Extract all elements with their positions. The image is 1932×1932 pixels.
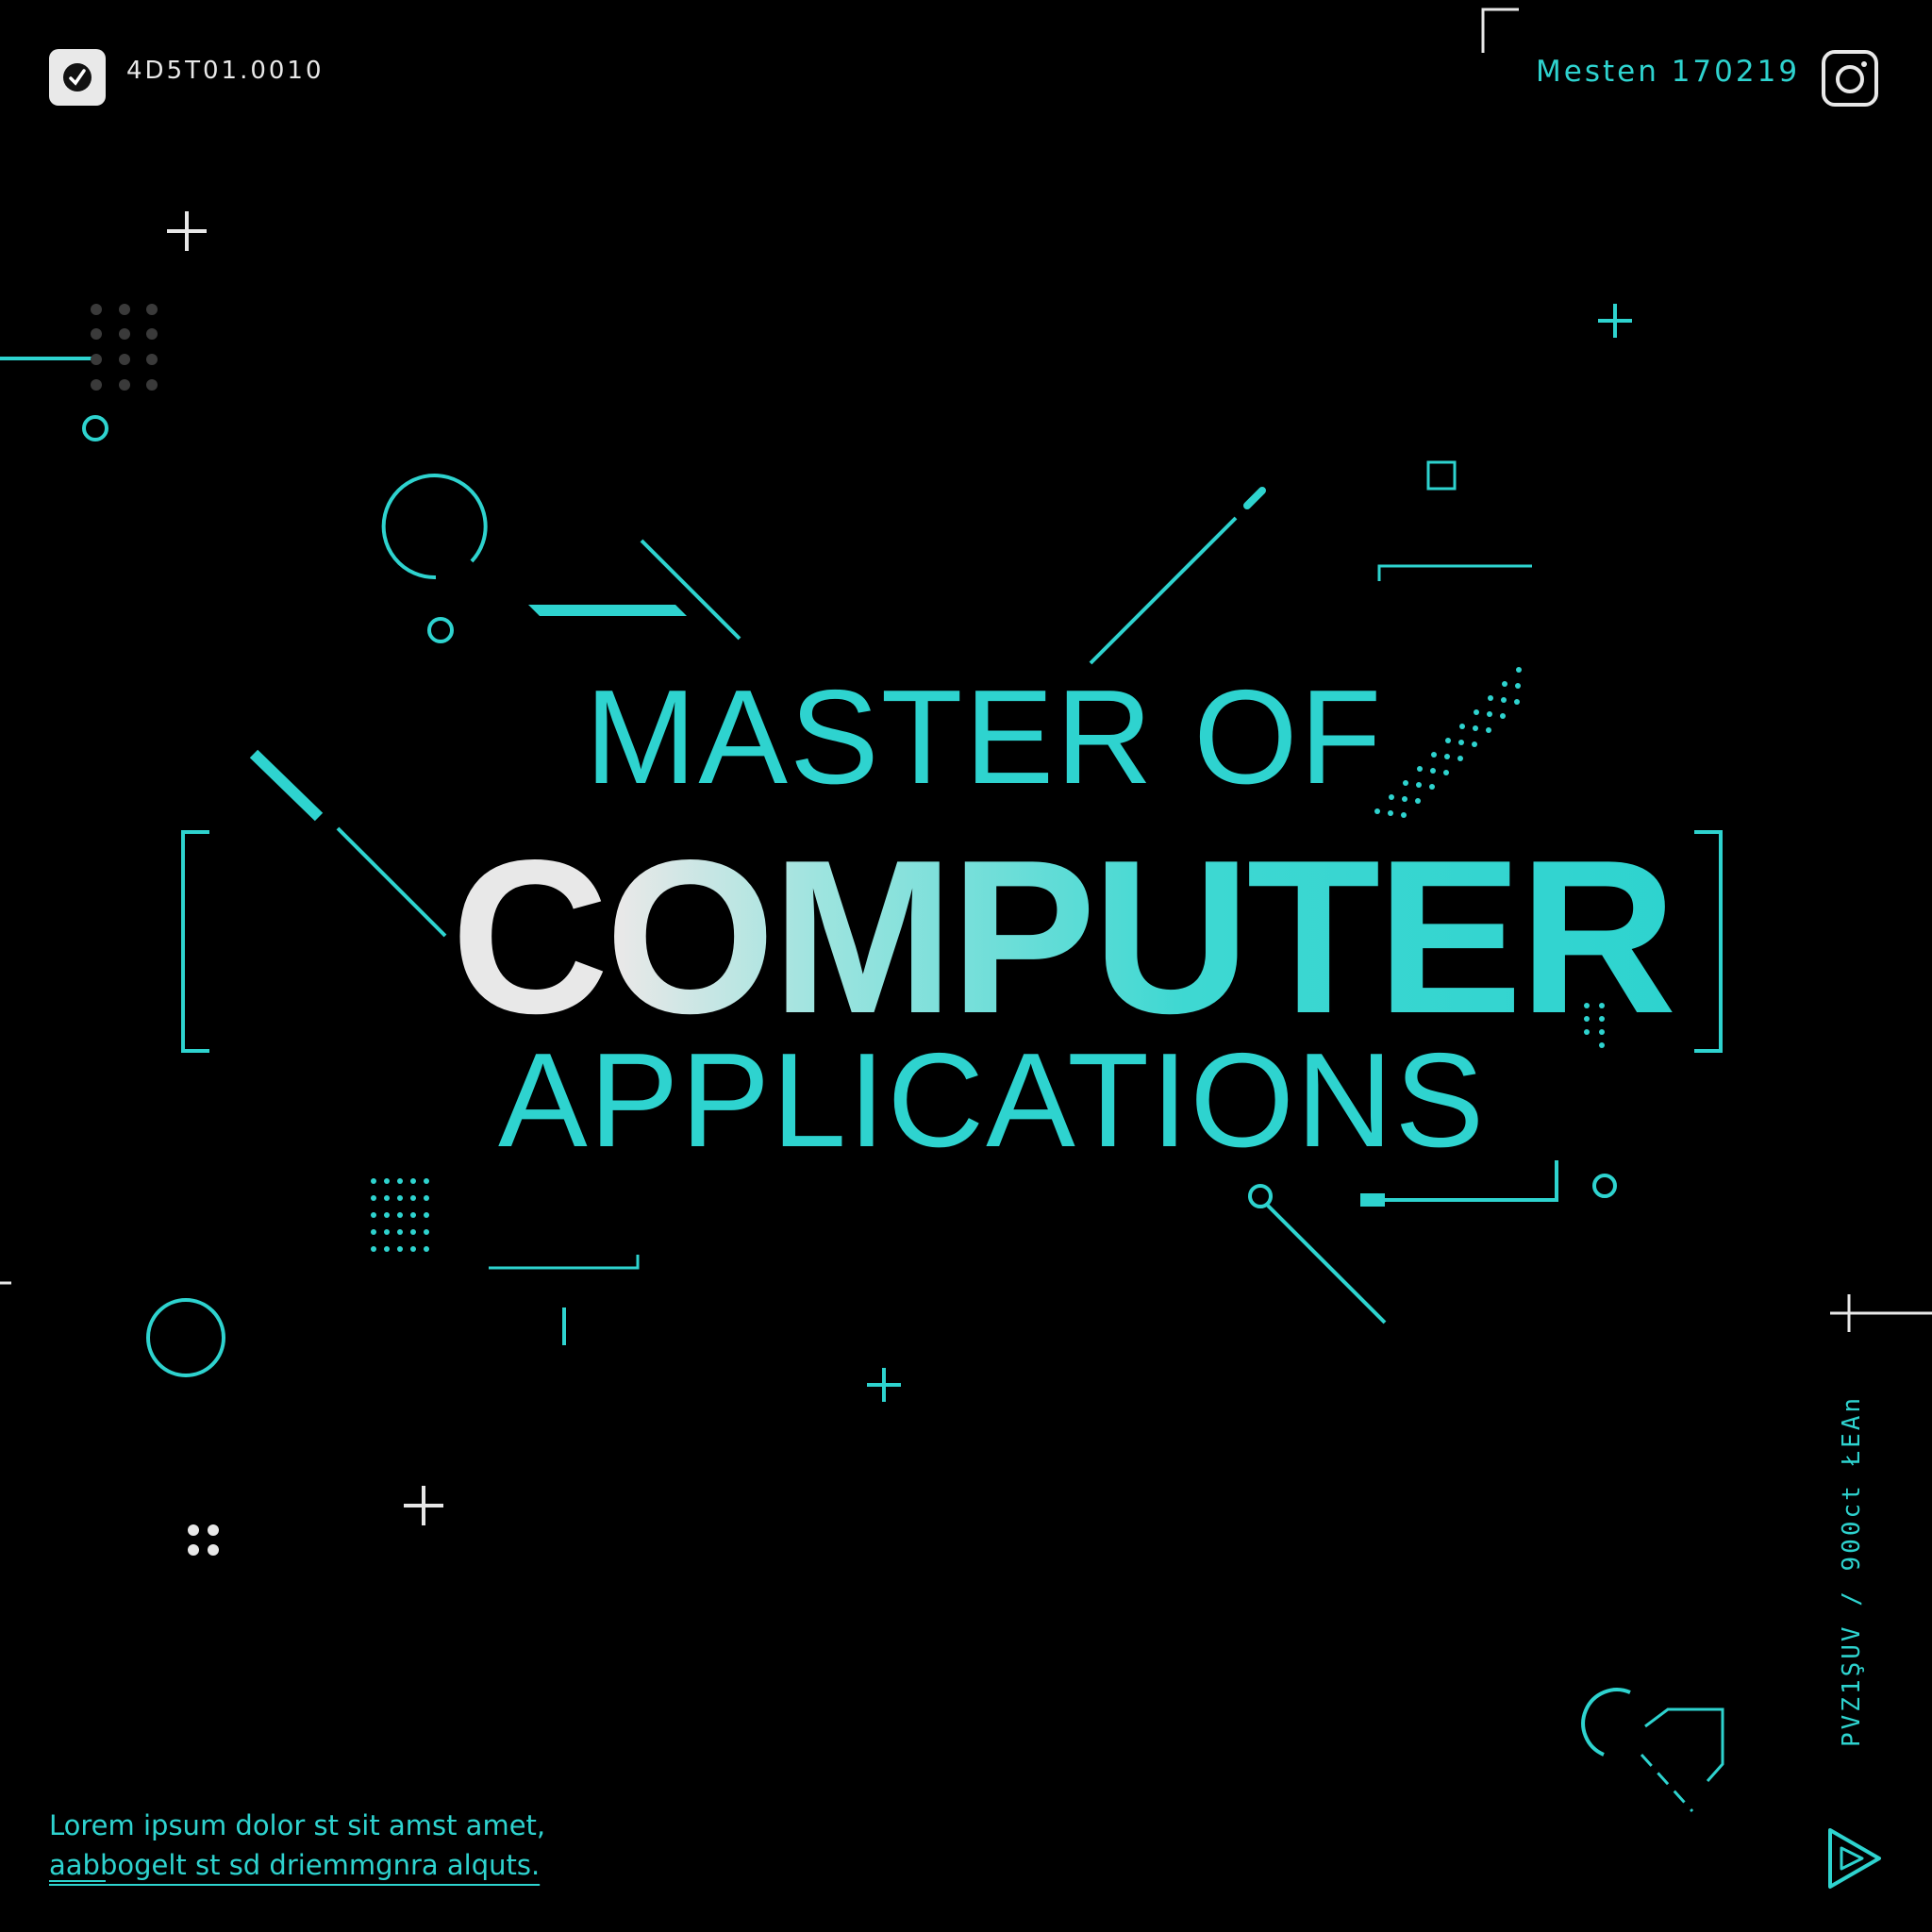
headline-line-2: COMPUTER [451,811,1677,1063]
headline-line-1: MASTER OF [585,662,1384,812]
vertical-caption: PVZ1ŞUV / 900ct ŁEAn [1838,1394,1866,1747]
header-label: Mesten 170219 [1536,55,1801,89]
play-triangle-icon[interactable] [1821,1825,1887,1891]
footer-text-2: aabbogelt st sd driemmgnra alquts. [49,1849,541,1881]
footer-text-1: Lorem ipsum dolor st sit amst amet, [49,1809,546,1841]
app-badge[interactable] [49,49,106,106]
header-code: 4D5T01.0010 [126,57,325,85]
check-badge-icon [63,63,92,92]
headline-line-3: APPLICATIONS [498,1025,1487,1175]
instagram-icon[interactable] [1821,49,1879,108]
